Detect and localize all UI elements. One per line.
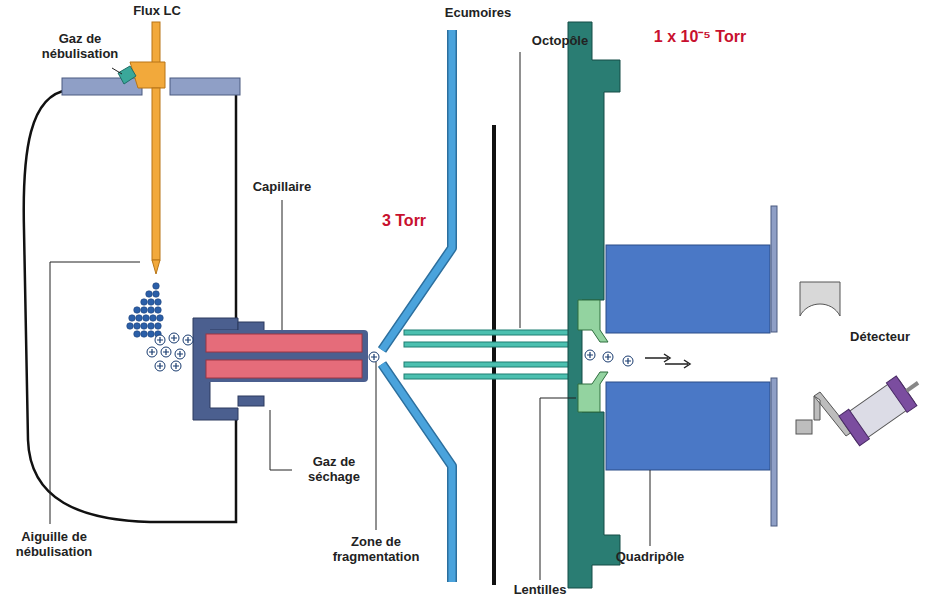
source-housing: [235, 90, 238, 318]
capillary: [206, 334, 362, 352]
ion-arrow: [645, 354, 670, 362]
skimmer: [382, 30, 452, 350]
part-label: Lentilles: [514, 583, 567, 598]
dynode: [796, 420, 812, 434]
part-label: Gaz de séchage: [296, 455, 372, 485]
ions: [147, 333, 633, 371]
lens: [578, 300, 608, 342]
quadrupole-rod: [606, 245, 770, 333]
exit-plate: [771, 206, 777, 332]
nebulizer-needle: [152, 88, 160, 260]
lc-inlet: [152, 22, 160, 64]
part-label: Capillaire: [253, 180, 312, 195]
nebulizer-gas-port: [118, 66, 136, 84]
source-housing: [24, 90, 236, 522]
top-plate: [170, 78, 240, 95]
leader-line: [50, 52, 650, 580]
ion-arrow: [665, 360, 690, 368]
detector: [839, 368, 928, 446]
part-label: Zone de fragmentation: [321, 535, 431, 565]
pressure-label: 1 x 10⁻⁵ Torr: [654, 28, 746, 46]
quadrupole-rod: [606, 382, 770, 470]
part-label: Quadripôle: [616, 550, 685, 565]
part-label: Ecumoires: [445, 6, 511, 21]
skimmer: [382, 30, 452, 350]
inlet-label: Flux LC: [133, 4, 181, 19]
pressure-label: 3 Torr: [382, 212, 426, 230]
lens: [578, 372, 608, 412]
octopole-rods: [404, 330, 572, 379]
part-label: Octopôle: [532, 34, 588, 49]
part-label: Gaz de nébulisation: [30, 32, 130, 62]
needle-tip: [152, 260, 160, 274]
exit-plate: [771, 378, 777, 526]
part-label: Détecteur: [850, 330, 910, 345]
capillary: [206, 360, 362, 378]
conversion-dynode: [800, 282, 840, 316]
capillary-jacket: [200, 330, 368, 382]
spray-droplets: [127, 283, 164, 338]
capillary-flange: [238, 396, 264, 406]
part-label: Aiguille de nébulisation: [4, 530, 104, 560]
partition-wall: [492, 125, 496, 585]
